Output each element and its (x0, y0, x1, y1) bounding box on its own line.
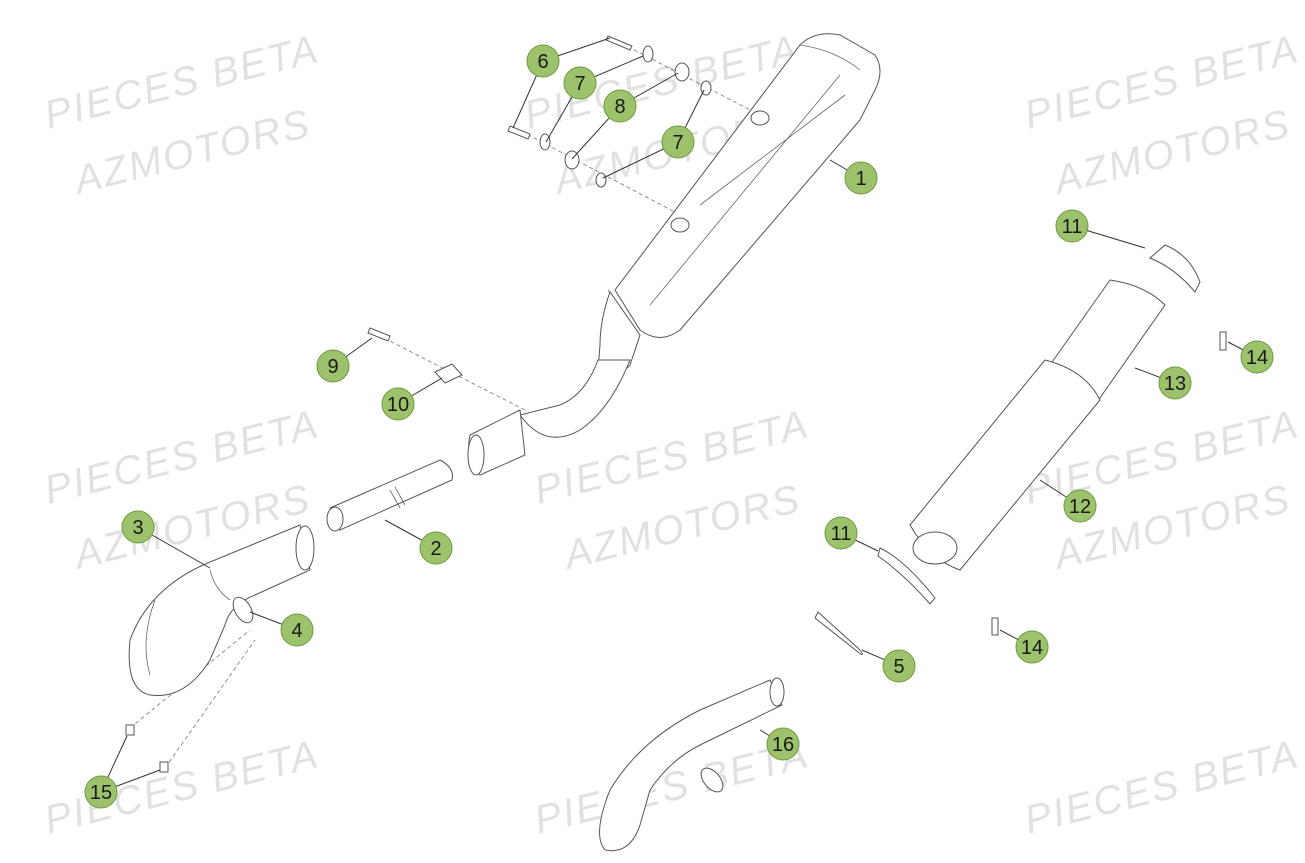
callout-label: 8 (614, 96, 625, 118)
part-callout: 14 (1240, 340, 1274, 374)
callout-label: 9 (327, 356, 338, 378)
part-callout: 11 (824, 516, 858, 550)
callout-label: 3 (132, 517, 143, 539)
part-callout: 9 (316, 349, 350, 383)
callout-label: 6 (537, 51, 548, 73)
part-callout: 10 (381, 387, 415, 421)
part-callout: 1 (844, 161, 878, 195)
part-callout: 2 (419, 531, 453, 565)
callout-circle (1055, 209, 1089, 243)
stud-part (125, 724, 169, 773)
part-callout: 14 (1015, 630, 1049, 664)
callout-circle (419, 531, 453, 565)
callout-label: 7 (574, 73, 585, 95)
link-pipe-part (326, 459, 453, 532)
part-callout: 8 (603, 89, 637, 123)
callout-label: 7 (672, 132, 683, 154)
callout-circle (526, 44, 560, 78)
callout-circle (882, 649, 916, 683)
callout-circle (824, 516, 858, 550)
callout-label: 12 (1069, 496, 1091, 518)
header-pipe-alt-part (599, 677, 785, 852)
callout-circle (603, 89, 637, 123)
callout-label: 11 (831, 523, 852, 545)
part-callout: 6 (526, 44, 560, 78)
part-callout: 11 (1055, 209, 1089, 243)
part-callout: 12 (1063, 489, 1097, 523)
silencer-sleeve-group (877, 244, 1227, 636)
part-callout: 5 (882, 649, 916, 683)
callout-label: 2 (430, 538, 441, 560)
callout-label: 13 (1164, 373, 1186, 395)
callout-circle (280, 613, 314, 647)
gasket-part (814, 611, 864, 656)
callout-circle (563, 66, 597, 100)
callout-circle (1063, 489, 1097, 523)
part-callout: 15 (84, 775, 118, 809)
callout-circle (844, 161, 878, 195)
callout-circle (1015, 630, 1049, 664)
callout-circle (766, 727, 800, 761)
callout-circle (316, 349, 350, 383)
callout-label: 4 (291, 620, 302, 642)
callout-circle (661, 125, 695, 159)
silencer-part (467, 33, 881, 476)
part-callout: 16 (766, 727, 800, 761)
callout-label: 10 (387, 394, 409, 416)
part-callout: 7 (563, 66, 597, 100)
bolt-and-nut-part (367, 327, 463, 384)
gasket-part (232, 596, 254, 624)
callout-label: 5 (893, 656, 904, 678)
callout-label: 16 (772, 734, 794, 756)
callout-circle (84, 775, 118, 809)
callout-circle (381, 387, 415, 421)
part-callout: 7 (661, 125, 695, 159)
callout-circle (121, 510, 155, 544)
part-callout: 4 (280, 613, 314, 647)
callout-label: 14 (1021, 637, 1043, 659)
header-pipe-part (128, 524, 315, 697)
part-callout: 13 (1158, 366, 1192, 400)
part-callout: 3 (121, 510, 155, 544)
callout-label: 11 (1062, 216, 1083, 238)
callout-label: 15 (90, 782, 112, 804)
callout-circle (1158, 366, 1192, 400)
callout-label: 1 (855, 168, 866, 190)
callout-circle (1240, 340, 1274, 374)
callout-label: 14 (1246, 347, 1268, 369)
